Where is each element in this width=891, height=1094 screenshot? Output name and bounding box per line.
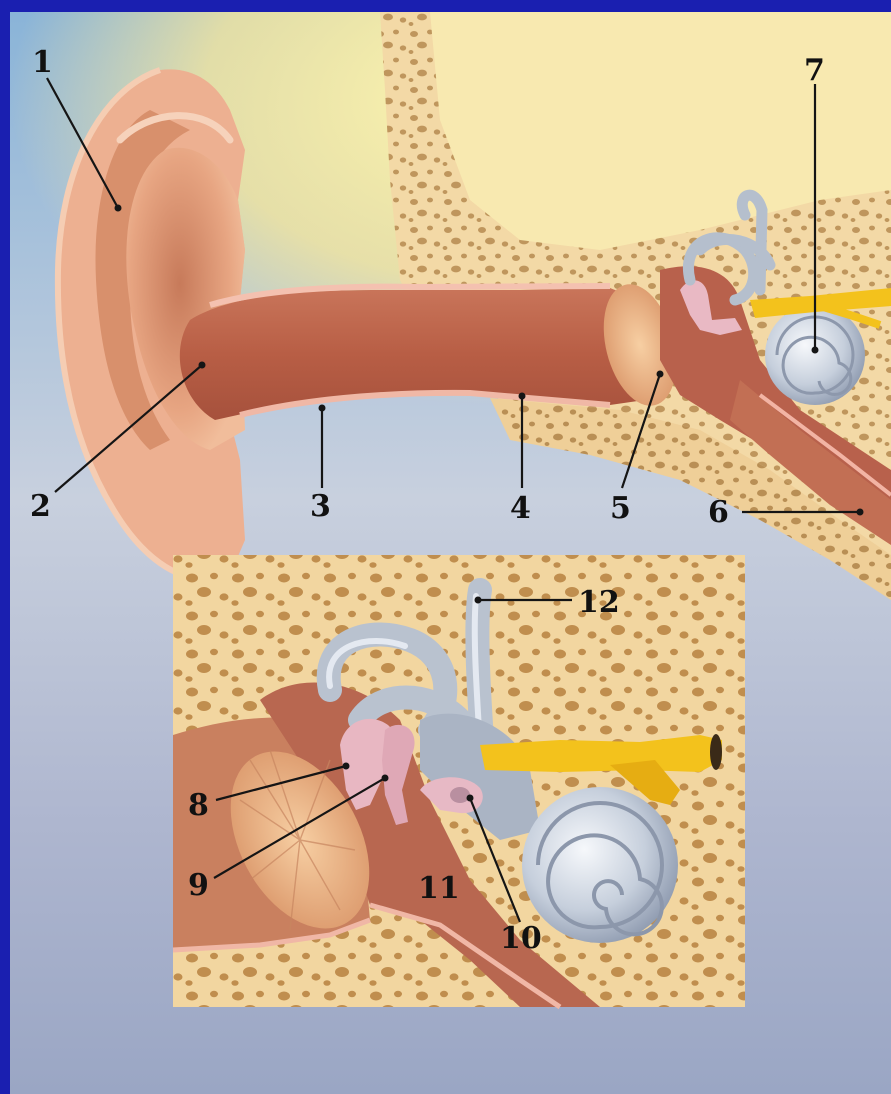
label-5: 5 (610, 491, 631, 526)
label-9: 9 (188, 868, 209, 903)
label-8: 8 (188, 788, 209, 823)
middle-inner-ear-inset (173, 555, 745, 1007)
label-12: 12 (578, 585, 620, 620)
label-4: 4 (510, 491, 531, 526)
label-6: 6 (708, 495, 729, 530)
label-2: 2 (30, 489, 51, 524)
label-7: 7 (804, 53, 825, 88)
cochlea (522, 787, 678, 943)
label-1: 1 (32, 45, 53, 80)
label-3: 3 (310, 489, 331, 524)
label-11: 11 (418, 871, 460, 906)
label-10: 10 (500, 921, 542, 956)
